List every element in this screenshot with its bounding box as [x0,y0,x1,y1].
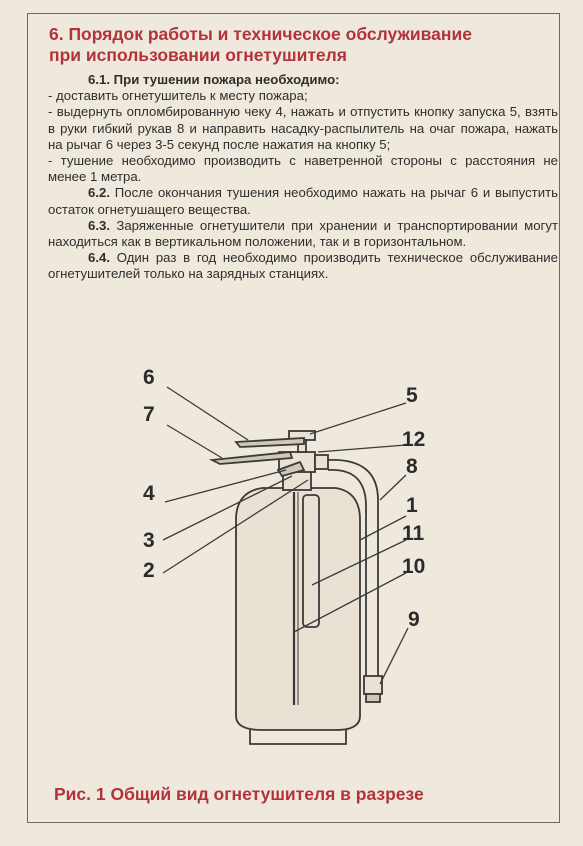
paragraph-6-1-item-1: - доставить огнетушитель к месту пожара; [48,88,308,104]
paragraph-6-3: 6.3. Заряженные огнетушители при хранени… [48,218,558,250]
label-8: 8 [406,455,418,478]
label-4: 4 [143,482,155,505]
cylinder-base [249,730,347,745]
paragraph-6-2-number: 6.2. [88,185,110,201]
flexible-hose [327,459,379,676]
paragraph-6-4-number: 6.4. [88,250,110,266]
paragraph-6-2-text: После окончания тушения необходимо нажат… [48,185,558,217]
carry-handle [208,451,294,465]
label-7: 7 [143,403,155,426]
paragraph-6-4: 6.4. Один раз в год необходимо производи… [48,250,558,282]
lever-handle [234,437,305,448]
paragraph-6-3-number: 6.3. [88,217,110,233]
paragraph-6-1-item-3: - тушение необходимо производить с навет… [48,153,558,185]
paragraph-6-3-text: Заряженные огнетушители при хранении и т… [48,217,558,250]
spray-nozzle [363,675,383,695]
heading-line-2: при использовании огнетушителя [49,45,347,65]
paragraph-6-4-text: Один раз в год необходимо производить те… [48,250,558,282]
safety-pin [276,460,306,478]
section-heading: 6. Порядок работы и техническое обслужив… [49,24,559,66]
label-2: 2 [143,559,155,582]
label-12: 12 [402,428,425,451]
paragraph-6-1-heading: 6.1. При тушении пожара необходимо: [88,72,340,87]
label-11: 11 [402,522,425,545]
label-1: 1 [406,494,418,517]
paragraph-6-2: 6.2. После окончания тушения необходимо … [48,185,558,217]
gas-cartridge [302,494,320,628]
label-6: 6 [143,366,155,389]
label-10: 10 [402,555,425,578]
instructions-text: 6.1. При тушении пожара необходимо: - до… [48,72,558,283]
page-frame [27,13,560,823]
figure-caption: Рис. 1 Общий вид огнетушителя в разрезе [54,784,424,804]
label-3: 3 [143,529,155,552]
label-9: 9 [408,608,420,631]
valve-side-port [314,454,329,470]
label-5: 5 [406,384,418,407]
paragraph-6-1-item-2: - выдернуть опломбированную чеку 4, нажа… [48,104,558,152]
heading-line-1: 6. Порядок работы и техническое обслужив… [49,24,472,44]
